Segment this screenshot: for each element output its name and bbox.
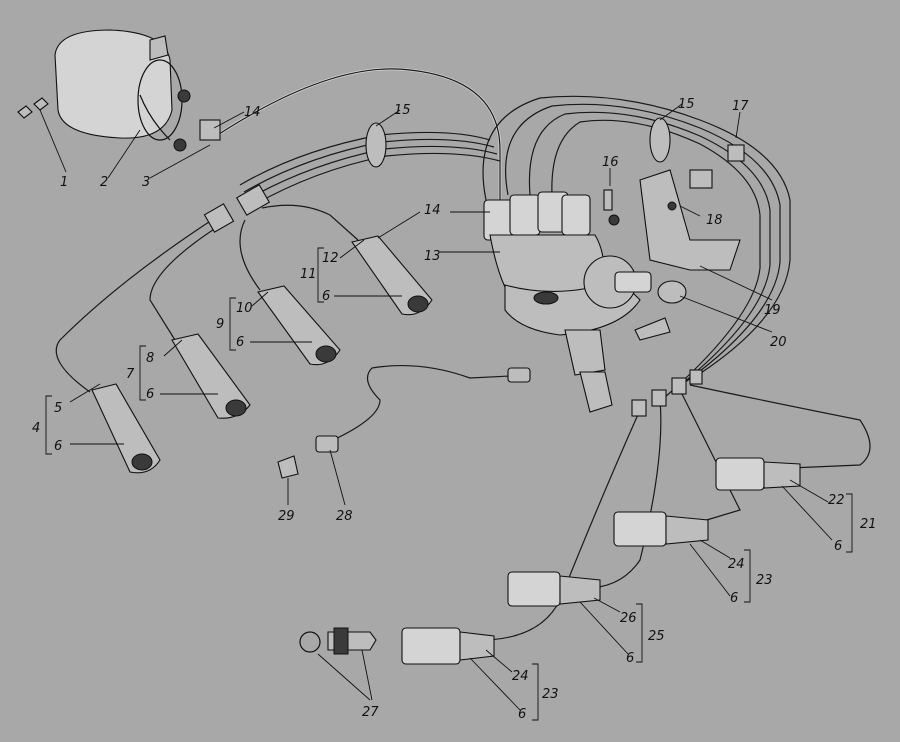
callout-11: 11 [300,267,317,282]
terminal-sleeve [277,455,299,479]
callout-6-cap25: 6 [626,651,634,666]
callout-15-right: 15 [678,97,695,112]
spark-plug-cap-cyl23a [613,511,709,547]
callout-29: 29 [278,509,295,524]
callout-20: 20 [770,335,787,350]
callout-4: 4 [32,421,40,436]
spark-plug-cap-cyl11 [351,235,433,316]
callout-12: 12 [322,251,339,266]
callout-23-lower: 23 [542,687,559,702]
callout-5: 5 [54,401,62,416]
callout-6-cap11: 6 [322,289,330,304]
wire-clip-left [365,122,387,168]
callout-7: 7 [126,367,135,382]
callout-6-cap23a: 6 [730,591,738,606]
callout-6-cap21: 6 [834,539,842,554]
callout-19: 19 [764,303,781,318]
terminal-nut [17,97,49,119]
distributor [483,191,671,413]
callout-23-upper: 23 [756,573,773,588]
high-tension-wires [55,67,871,641]
callout-1: 1 [60,175,68,190]
callout-16: 16 [602,155,619,170]
wire-clip-right [649,117,671,163]
callout-10: 10 [236,301,253,316]
wire-clip-small [689,144,745,189]
callout-8: 8 [146,351,154,366]
bolt [603,189,620,226]
callout-9: 9 [216,317,224,332]
spark-plug-cap-cyl7 [171,333,251,419]
callout-22: 22 [828,493,845,508]
callout-13: 13 [424,249,441,264]
callout-28: 28 [336,509,353,524]
callout-labels: 1 2 3 14 15 15 17 16 18 19 20 14 13 4 5 … [32,97,877,722]
callout-21: 21 [860,517,877,532]
spark-plug-cap-cyl4 [91,383,161,474]
callout-24-upper: 24 [728,557,745,572]
washer [667,201,677,211]
callout-27: 27 [362,705,379,720]
callout-6-cap23b: 6 [518,707,526,722]
callout-6-cap4: 6 [54,439,62,454]
bundle-junction-left [199,119,271,233]
mounting-bracket [639,169,741,271]
spark-plug [299,627,377,655]
bundle-junction-right [631,369,703,417]
ignition-coil [54,29,191,152]
callout-17: 17 [732,99,749,114]
spark-plug-cap-cyl23b [401,627,495,665]
spark-plug-cap-cyl21 [715,457,801,491]
spark-plug-cap-cyl25 [507,571,601,607]
callout-3: 3 [142,175,150,190]
callout-14-top: 14 [244,105,261,120]
callout-2: 2 [100,175,108,190]
callout-6-cap7: 6 [146,387,154,402]
callout-18: 18 [706,213,723,228]
callout-15-left: 15 [394,103,411,118]
callout-24-lower: 24 [512,669,529,684]
rubber-bushing [657,280,687,304]
callout-6-cap9: 6 [236,335,244,350]
callout-14-distributor: 14 [424,203,441,218]
leader-lines [39,103,833,711]
callout-26: 26 [620,611,637,626]
callout-brackets [45,247,853,721]
spark-plug-cap-cyl9 [257,285,341,366]
low-tension-wire [315,364,531,453]
callout-25: 25 [648,629,665,644]
